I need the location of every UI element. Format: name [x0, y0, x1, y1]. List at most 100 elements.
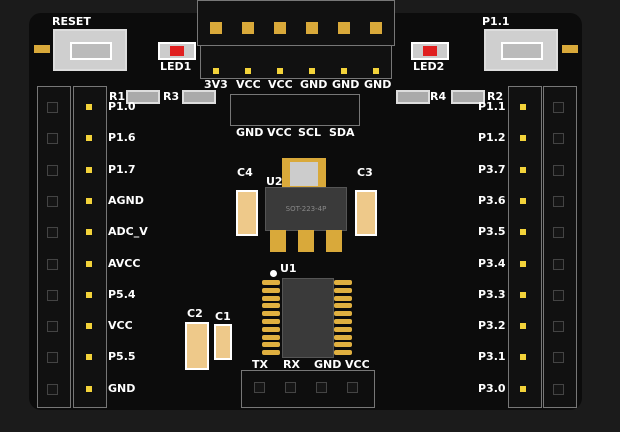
u1-pin: [262, 334, 280, 340]
top-header-pad: [373, 68, 379, 74]
right-pad: [520, 260, 526, 267]
right-pin-label: P1.1: [478, 100, 506, 113]
u2-pin: [326, 230, 342, 252]
left-pad: [86, 166, 92, 173]
i2c-label: VCC: [267, 126, 292, 139]
r1-label: R1: [109, 90, 126, 103]
top-header-pad: [213, 68, 219, 74]
p11-button-label: P1.1: [482, 15, 510, 28]
c4: [236, 190, 258, 236]
right-pad: [520, 385, 526, 392]
pin1-dot: [270, 270, 277, 277]
u1-pin: [262, 350, 280, 356]
uart-pad: [254, 382, 265, 393]
u1-pin: [334, 287, 352, 293]
u1-label: U1: [280, 262, 297, 275]
left-outer-pad: [47, 164, 58, 176]
u1-pin: [334, 295, 352, 301]
right-pin-label: P3.5: [478, 225, 506, 239]
right-outer-pad: [553, 164, 564, 176]
left-pin-label: P1.6: [108, 131, 136, 145]
right-outer-pad: [553, 258, 564, 270]
left-pin-label: ADC_V: [108, 225, 148, 239]
c1: [214, 324, 232, 360]
i2c-label: GND: [236, 126, 264, 139]
left-pin-label: P1.7: [108, 162, 136, 176]
r3: [182, 90, 216, 104]
left-pad: [86, 323, 92, 330]
uart-pad: [316, 382, 327, 393]
left-inner-header: [73, 86, 107, 408]
top-header-pin: [242, 22, 254, 34]
c4-label: C4: [237, 166, 253, 179]
r1: [126, 90, 160, 104]
u1-pin: [262, 295, 280, 301]
right-pin-label: P3.7: [478, 162, 506, 176]
right-pin-label: P3.1: [478, 350, 506, 364]
left-outer-pad: [47, 227, 58, 239]
uart-label: TX: [252, 358, 268, 371]
left-pin-label: AVCC: [108, 256, 141, 270]
top-header-label: VCC: [268, 78, 293, 91]
left-outer-pad: [47, 195, 58, 207]
u1-pin: [334, 319, 352, 324]
top-header-label: VCC: [236, 78, 261, 91]
left-pin-label: VCC: [108, 319, 133, 333]
top-header-label: GND: [300, 78, 328, 91]
top-header-label: 3V3: [204, 78, 228, 91]
right-pad: [520, 104, 526, 110]
right-pin-label: P3.2: [478, 319, 506, 333]
uart-label: GND: [314, 358, 342, 371]
p11-pad: [562, 45, 578, 53]
u1-pin: [262, 303, 280, 309]
u1-pin: [334, 334, 352, 340]
top-header-pin: [274, 22, 286, 34]
top-header-label: GND: [332, 78, 360, 91]
left-pad: [86, 291, 92, 298]
uart-pad: [285, 382, 296, 393]
u1-chip: [282, 278, 334, 358]
led2-label: LED2: [413, 60, 445, 73]
uart-pad: [347, 382, 358, 393]
right-pad: [520, 166, 526, 173]
right-outer-pad: [553, 102, 564, 113]
reset-button[interactable]: [53, 29, 127, 71]
right-outer-pad: [553, 227, 564, 239]
p11-button[interactable]: [484, 29, 558, 71]
left-pad: [86, 135, 92, 142]
r2: [451, 90, 485, 104]
u1-pin: [262, 326, 280, 332]
right-pin-label: P3.4: [478, 256, 506, 270]
left-pin-label: P5.5: [108, 350, 136, 364]
left-pad: [86, 104, 92, 110]
top-header-body: [197, 0, 395, 46]
left-outer-pad: [47, 133, 58, 145]
reset-label: RESET: [52, 15, 91, 28]
left-outer-pad: [47, 383, 58, 395]
top-header-pin: [370, 22, 382, 34]
u1-pin: [334, 280, 352, 285]
right-pin-label: P3.6: [478, 193, 506, 207]
left-pad: [86, 197, 92, 204]
left-pin-label: AGND: [108, 193, 144, 207]
top-header-pad: [309, 68, 315, 74]
u1-pin: [262, 311, 280, 317]
u1-pin: [334, 342, 352, 348]
left-pad: [86, 229, 92, 236]
top-header-label: GND: [364, 78, 392, 91]
led2: [411, 42, 449, 60]
left-outer-pad: [47, 289, 58, 301]
c3-label: C3: [357, 166, 373, 179]
u1-pin: [262, 319, 280, 324]
top-header-pin: [306, 22, 318, 34]
right-pad: [520, 291, 526, 298]
i2c-label: SCL: [298, 126, 322, 139]
right-pad: [520, 197, 526, 204]
u1-pin: [334, 311, 352, 317]
u2-chip: SOT-223-4P: [265, 187, 347, 231]
right-pad: [520, 135, 526, 142]
u2-pin: [270, 230, 286, 252]
top-header-pin: [210, 22, 222, 34]
u1-pin: [334, 303, 352, 309]
led1: [158, 42, 196, 60]
